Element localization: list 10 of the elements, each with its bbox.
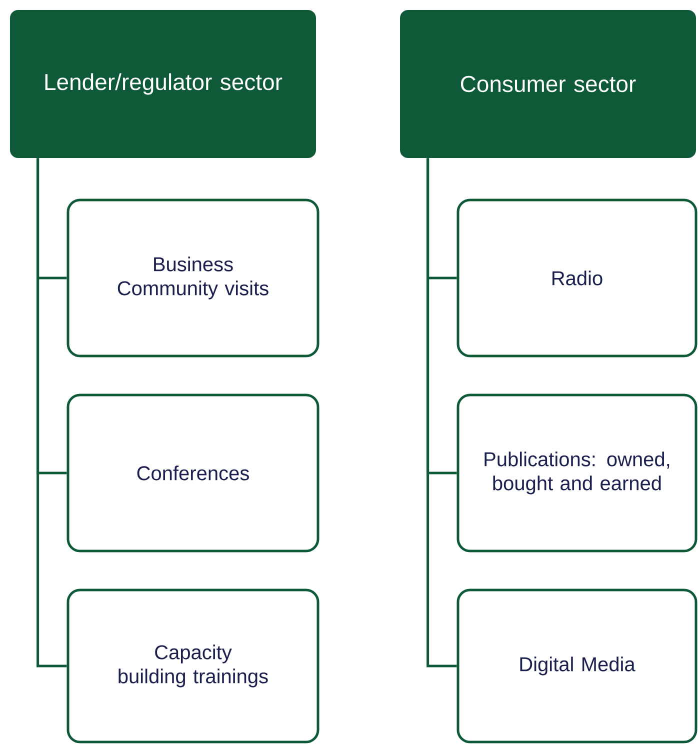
item-box: Conferences [66,394,320,552]
item-box: Radio [456,198,698,358]
item-box: Capacity building trainings [66,588,320,744]
header-box: Lender/regulator sector [10,10,316,158]
connector-line [36,158,67,668]
item-box: Business Community visits [66,198,320,358]
connector-line [426,158,457,668]
item-box: Digital Media [456,588,698,744]
item-box: Publications: owned, bought and earned [456,394,698,552]
header-box: Consumer sector [400,10,696,158]
